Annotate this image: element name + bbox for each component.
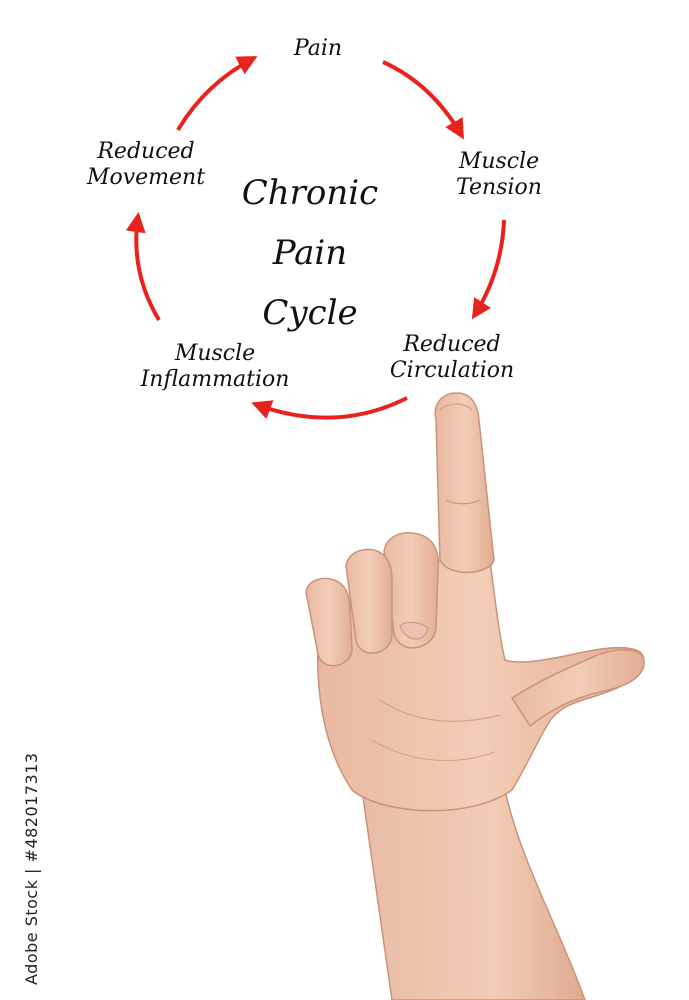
node-muscle-inflammation-line-1: Muscle (174, 341, 256, 366)
node-muscle-inflammation: Muscle Inflammation (117, 341, 313, 393)
arrow-pain-to-tension (382, 60, 464, 140)
diagram-title-line-2: Pain (272, 233, 348, 273)
node-pain-line-1: Pain (293, 36, 343, 61)
arrow-circulation-to-inflammation (251, 396, 408, 420)
arrow-movement-to-pain (176, 56, 258, 132)
node-muscle-inflammation-line-2: Inflammation (140, 367, 290, 392)
node-reduced-circulation-line-2: Circulation (389, 358, 515, 383)
diagram-title: Chronic Pain Cycle (200, 163, 420, 343)
stock-watermark: Adobe Stock | #482017313 (22, 752, 41, 985)
diagram-title-line-3: Cycle (262, 293, 358, 333)
node-reduced-circulation-line-1: Reduced (403, 332, 501, 357)
arrow-inflammation-to-movement (125, 212, 161, 322)
node-reduced-movement-line-2: Movement (86, 165, 206, 190)
node-muscle-tension-line-2: Tension (456, 175, 542, 200)
node-reduced-circulation: Reduced Circulation (370, 332, 534, 384)
node-muscle-tension-line-1: Muscle (458, 149, 540, 174)
node-reduced-movement: Reduced Movement (70, 139, 222, 191)
node-pain: Pain (266, 36, 370, 62)
node-muscle-tension: Muscle Tension (436, 149, 562, 201)
node-reduced-movement-line-1: Reduced (97, 139, 195, 164)
diagram-title-line-1: Chronic (241, 173, 379, 213)
arrow-tension-to-circulation (471, 219, 506, 320)
